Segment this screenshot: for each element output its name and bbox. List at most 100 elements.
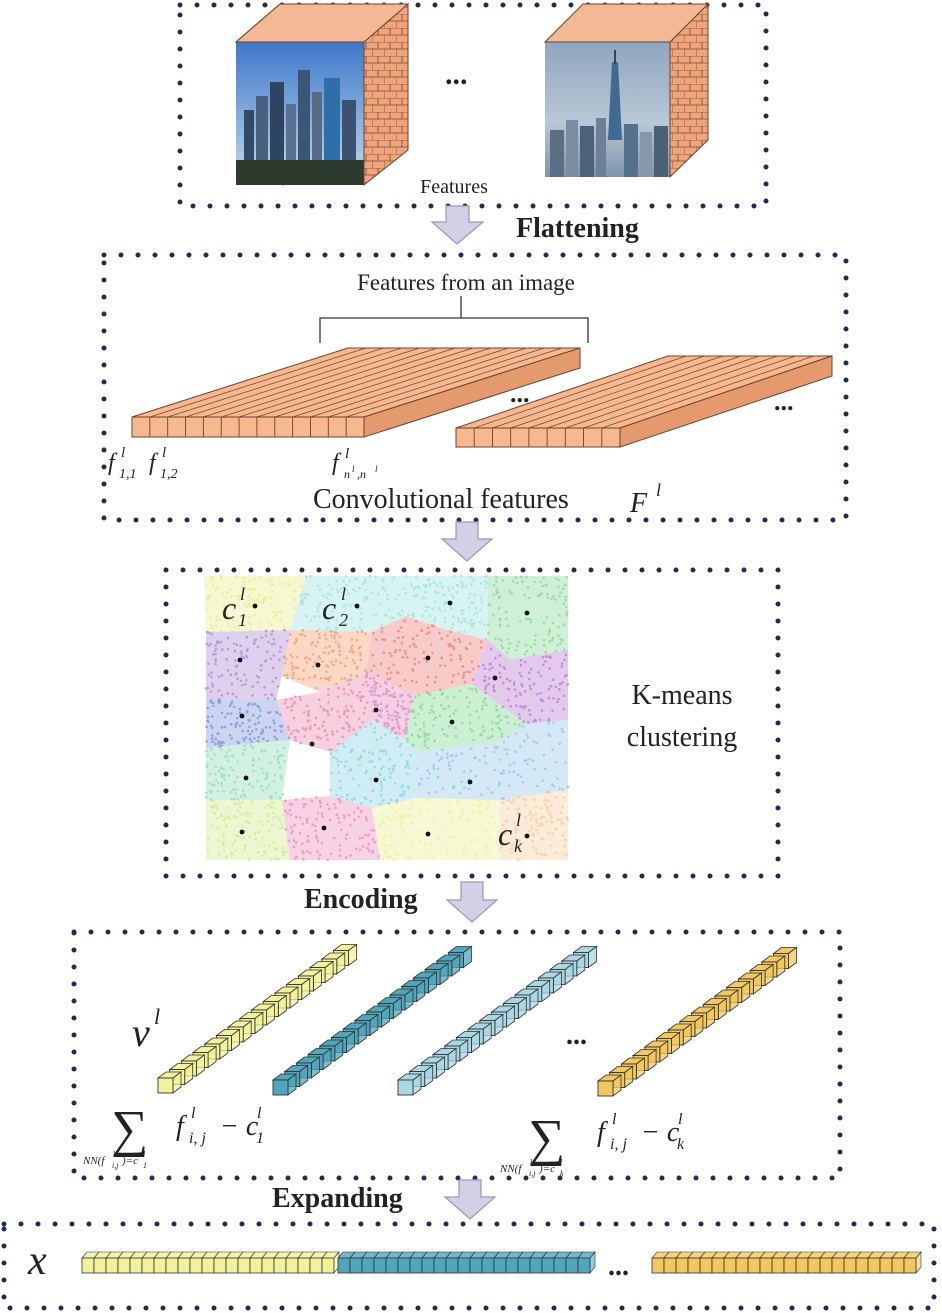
cluster-point <box>444 843 447 847</box>
cluster-point <box>371 849 375 853</box>
cluster-point <box>294 739 297 742</box>
cluster-point <box>498 654 502 657</box>
svg-text:v: v <box>132 1010 150 1055</box>
cluster-point <box>502 666 505 669</box>
cluster-point <box>479 582 483 585</box>
cluster-point <box>366 596 369 600</box>
cluster-point <box>508 784 511 787</box>
cluster-point <box>206 837 210 841</box>
cluster-point <box>426 769 429 772</box>
cluster-point <box>417 712 420 716</box>
cluster-point <box>541 655 545 659</box>
cluster-point <box>319 705 322 708</box>
cluster-point <box>403 649 407 653</box>
cluster-point <box>482 729 485 733</box>
cluster-point <box>284 850 288 854</box>
cluster-point <box>518 672 521 675</box>
cluster-point <box>504 828 507 831</box>
expanded-segment-gold <box>651 1251 922 1274</box>
cluster-point <box>275 848 279 851</box>
cluster-point <box>239 644 242 648</box>
v-label: v l <box>132 1004 160 1055</box>
cluster-point <box>361 720 365 724</box>
cluster-point <box>460 609 463 613</box>
cluster-point <box>271 590 274 593</box>
cluster-point <box>499 675 502 679</box>
cluster-point <box>376 837 379 841</box>
skyline-2 <box>550 50 668 177</box>
cluster-point <box>379 736 383 740</box>
cluster-point <box>452 615 455 619</box>
cluster-region-orange <box>282 630 372 692</box>
cluster-point <box>377 854 381 858</box>
vector-cell <box>397 1079 414 1096</box>
cluster-point <box>542 822 545 826</box>
cluster-point <box>373 693 376 696</box>
cluster-point <box>269 596 272 600</box>
cluster-point <box>551 621 555 625</box>
cluster-point <box>320 812 324 815</box>
cluster-point <box>397 629 400 633</box>
cluster-point <box>353 797 356 800</box>
cluster-point <box>210 805 213 809</box>
cluster-point <box>205 796 208 799</box>
cluster-point <box>565 673 568 677</box>
cluster-point <box>211 740 214 743</box>
cluster-point <box>560 665 563 668</box>
cluster-point <box>455 583 459 587</box>
cluster-point <box>207 673 211 676</box>
cluster-point <box>344 837 348 840</box>
svg-text:)=c: )=c <box>121 1155 138 1167</box>
cluster-point <box>232 705 236 709</box>
cluster-point <box>336 710 340 713</box>
vector-c2 <box>271 945 473 1096</box>
cluster-point <box>278 650 282 653</box>
cluster-point <box>309 574 312 578</box>
cluster-point <box>437 759 441 762</box>
cluster-point <box>336 760 340 763</box>
cluster-point <box>315 796 318 799</box>
cluster-point <box>211 715 214 718</box>
svg-text:2: 2 <box>339 610 348 630</box>
cluster-point <box>219 576 223 580</box>
cluster-point <box>321 815 324 818</box>
cluster-point <box>461 586 464 589</box>
cluster-point <box>547 722 550 725</box>
cluster-point <box>388 825 391 828</box>
cluster-point <box>504 819 508 823</box>
cluster-point <box>373 690 376 693</box>
cluster-point <box>551 748 554 752</box>
cluster-point <box>448 724 451 728</box>
cluster-point <box>417 661 421 664</box>
cluster-point <box>356 806 360 810</box>
cluster-point <box>326 677 330 680</box>
svg-text:k: k <box>560 1169 564 1178</box>
cluster-point <box>425 605 428 609</box>
cluster-point <box>220 629 223 633</box>
cluster-point <box>381 638 384 641</box>
cluster-point <box>414 575 418 579</box>
cluster-point <box>491 666 494 670</box>
cluster-point <box>379 794 383 797</box>
cluster-point <box>524 617 528 621</box>
cluster-point <box>506 799 509 802</box>
cluster-point <box>537 824 540 828</box>
cluster-point <box>400 825 403 829</box>
cluster-point <box>354 590 357 593</box>
expanded-cell <box>843 1257 857 1274</box>
cluster-point <box>222 835 225 838</box>
cluster-point <box>384 850 387 853</box>
bar-cell-divider-top <box>221 347 438 418</box>
cluster-point <box>230 682 234 685</box>
cluster-point <box>266 820 270 824</box>
cluster-point <box>285 657 288 660</box>
cluster-point <box>494 637 497 640</box>
cluster-point <box>270 805 274 809</box>
cluster-point <box>258 820 261 823</box>
svg-text:1: 1 <box>238 610 247 630</box>
expanded-cell <box>213 1257 227 1274</box>
cluster-point <box>216 826 220 829</box>
cluster-point <box>291 656 294 659</box>
cluster-point <box>548 667 551 670</box>
cluster-point <box>457 620 460 623</box>
